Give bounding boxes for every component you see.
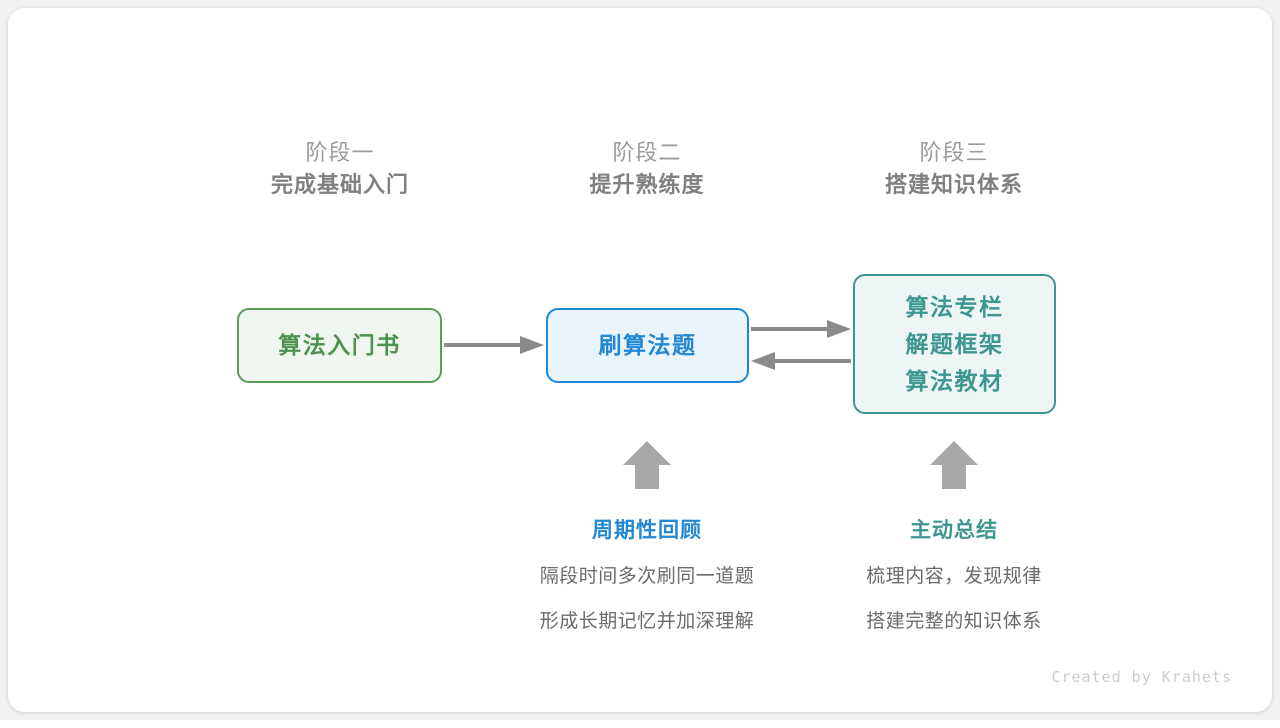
phase-header-1: 阶段一 完成基础入门: [210, 138, 470, 202]
node-practice-problems[interactable]: 刷算法题: [546, 308, 749, 383]
node-knowledge-line-1: 算法专栏: [905, 293, 1004, 320]
node-knowledge-line-2: 解题框架: [905, 330, 1004, 357]
phase-name-2: 阶段二: [612, 140, 682, 165]
phase-goal-2: 提升熟练度: [589, 172, 705, 197]
note-active-summary: 主动总结 梳理内容，发现规律 搭建完整的知识体系: [804, 516, 1104, 636]
arrow-up-review: [623, 441, 671, 489]
phase-goal-3: 搭建知识体系: [884, 172, 1023, 197]
note-review-desc-1: 隔段时间多次刷同一道题: [539, 566, 755, 587]
note-summary-desc-2: 搭建完整的知识体系: [866, 611, 1042, 632]
note-review-title: 周期性回顾: [592, 519, 702, 542]
diagram-card: 阶段一 完成基础入门 阶段二 提升熟练度 阶段三 搭建知识体系: [8, 8, 1272, 712]
node-book-line-1: 算法入门书: [278, 332, 401, 358]
arrow-knowledge-to-practice: [751, 352, 851, 370]
phase-name-1: 阶段一: [305, 140, 375, 165]
phase-header-3: 阶段三 搭建知识体系: [824, 138, 1084, 202]
note-summary-title: 主动总结: [910, 519, 998, 542]
note-summary-desc-1: 梳理内容，发现规律: [866, 566, 1042, 587]
phase-goal-1: 完成基础入门: [270, 172, 409, 197]
note-periodic-review: 周期性回顾 隔段时间多次刷同一道题 形成长期记忆并加深理解: [497, 516, 797, 636]
note-review-desc-2: 形成长期记忆并加深理解: [539, 611, 755, 632]
arrow-book-to-practice: [444, 336, 544, 354]
arrow-practice-to-knowledge: [751, 320, 851, 338]
phase-name-3: 阶段三: [919, 140, 989, 165]
node-knowledge-line-3: 算法教材: [905, 367, 1004, 394]
credit-text: Created by Krahets: [1051, 668, 1232, 686]
node-practice-line-1: 刷算法题: [598, 332, 697, 358]
phase-header-2: 阶段二 提升熟练度: [517, 138, 777, 202]
arrow-up-summary: [930, 441, 978, 489]
node-algorithm-intro-book[interactable]: 算法入门书: [237, 308, 442, 383]
node-knowledge-resources[interactable]: 算法专栏 解题框架 算法教材: [853, 274, 1056, 414]
